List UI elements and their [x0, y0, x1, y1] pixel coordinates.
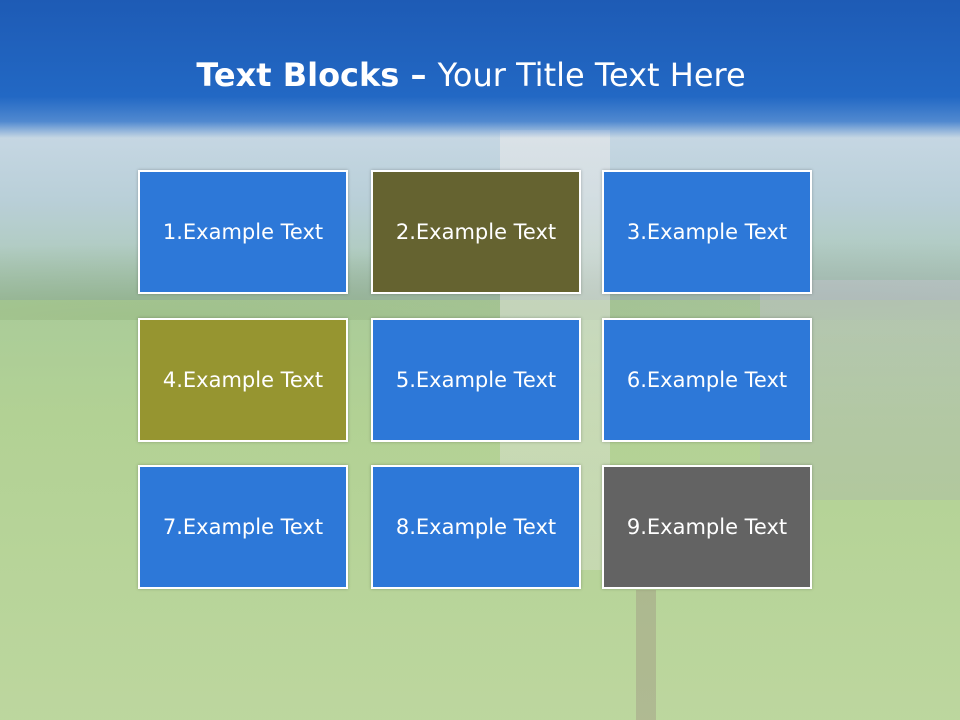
background-fence-post — [636, 590, 656, 720]
text-block-4[interactable]: 4.Example Text — [138, 318, 348, 442]
text-block-label: 4.Example Text — [162, 368, 324, 392]
slide-title-rest: Your Title Text Here — [437, 56, 746, 94]
text-block-label: 7.Example Text — [162, 515, 324, 539]
text-block-9[interactable]: 9.Example Text — [602, 465, 812, 589]
text-block-2[interactable]: 2.Example Text — [371, 170, 581, 294]
text-block-label: 8.Example Text — [395, 515, 557, 539]
text-block-label: 3.Example Text — [626, 220, 788, 244]
text-block-label: 5.Example Text — [395, 368, 557, 392]
slide-title-separator: – — [399, 56, 438, 94]
text-block-grid: 1.Example Text 2.Example Text 3.Example … — [138, 170, 816, 594]
slide-title-bold: Text Blocks — [196, 56, 400, 94]
text-block-8[interactable]: 8.Example Text — [371, 465, 581, 589]
text-block-6[interactable]: 6.Example Text — [602, 318, 812, 442]
text-block-7[interactable]: 7.Example Text — [138, 465, 348, 589]
text-block-label: 9.Example Text — [626, 515, 788, 539]
text-block-label: 6.Example Text — [626, 368, 788, 392]
header-band: Text Blocks – Your Title Text Here — [0, 0, 960, 138]
slide-title: Text Blocks – Your Title Text Here — [0, 52, 942, 98]
text-block-label: 1.Example Text — [162, 220, 324, 244]
text-block-1[interactable]: 1.Example Text — [138, 170, 348, 294]
text-block-3[interactable]: 3.Example Text — [602, 170, 812, 294]
text-block-label: 2.Example Text — [395, 220, 557, 244]
text-block-5[interactable]: 5.Example Text — [371, 318, 581, 442]
